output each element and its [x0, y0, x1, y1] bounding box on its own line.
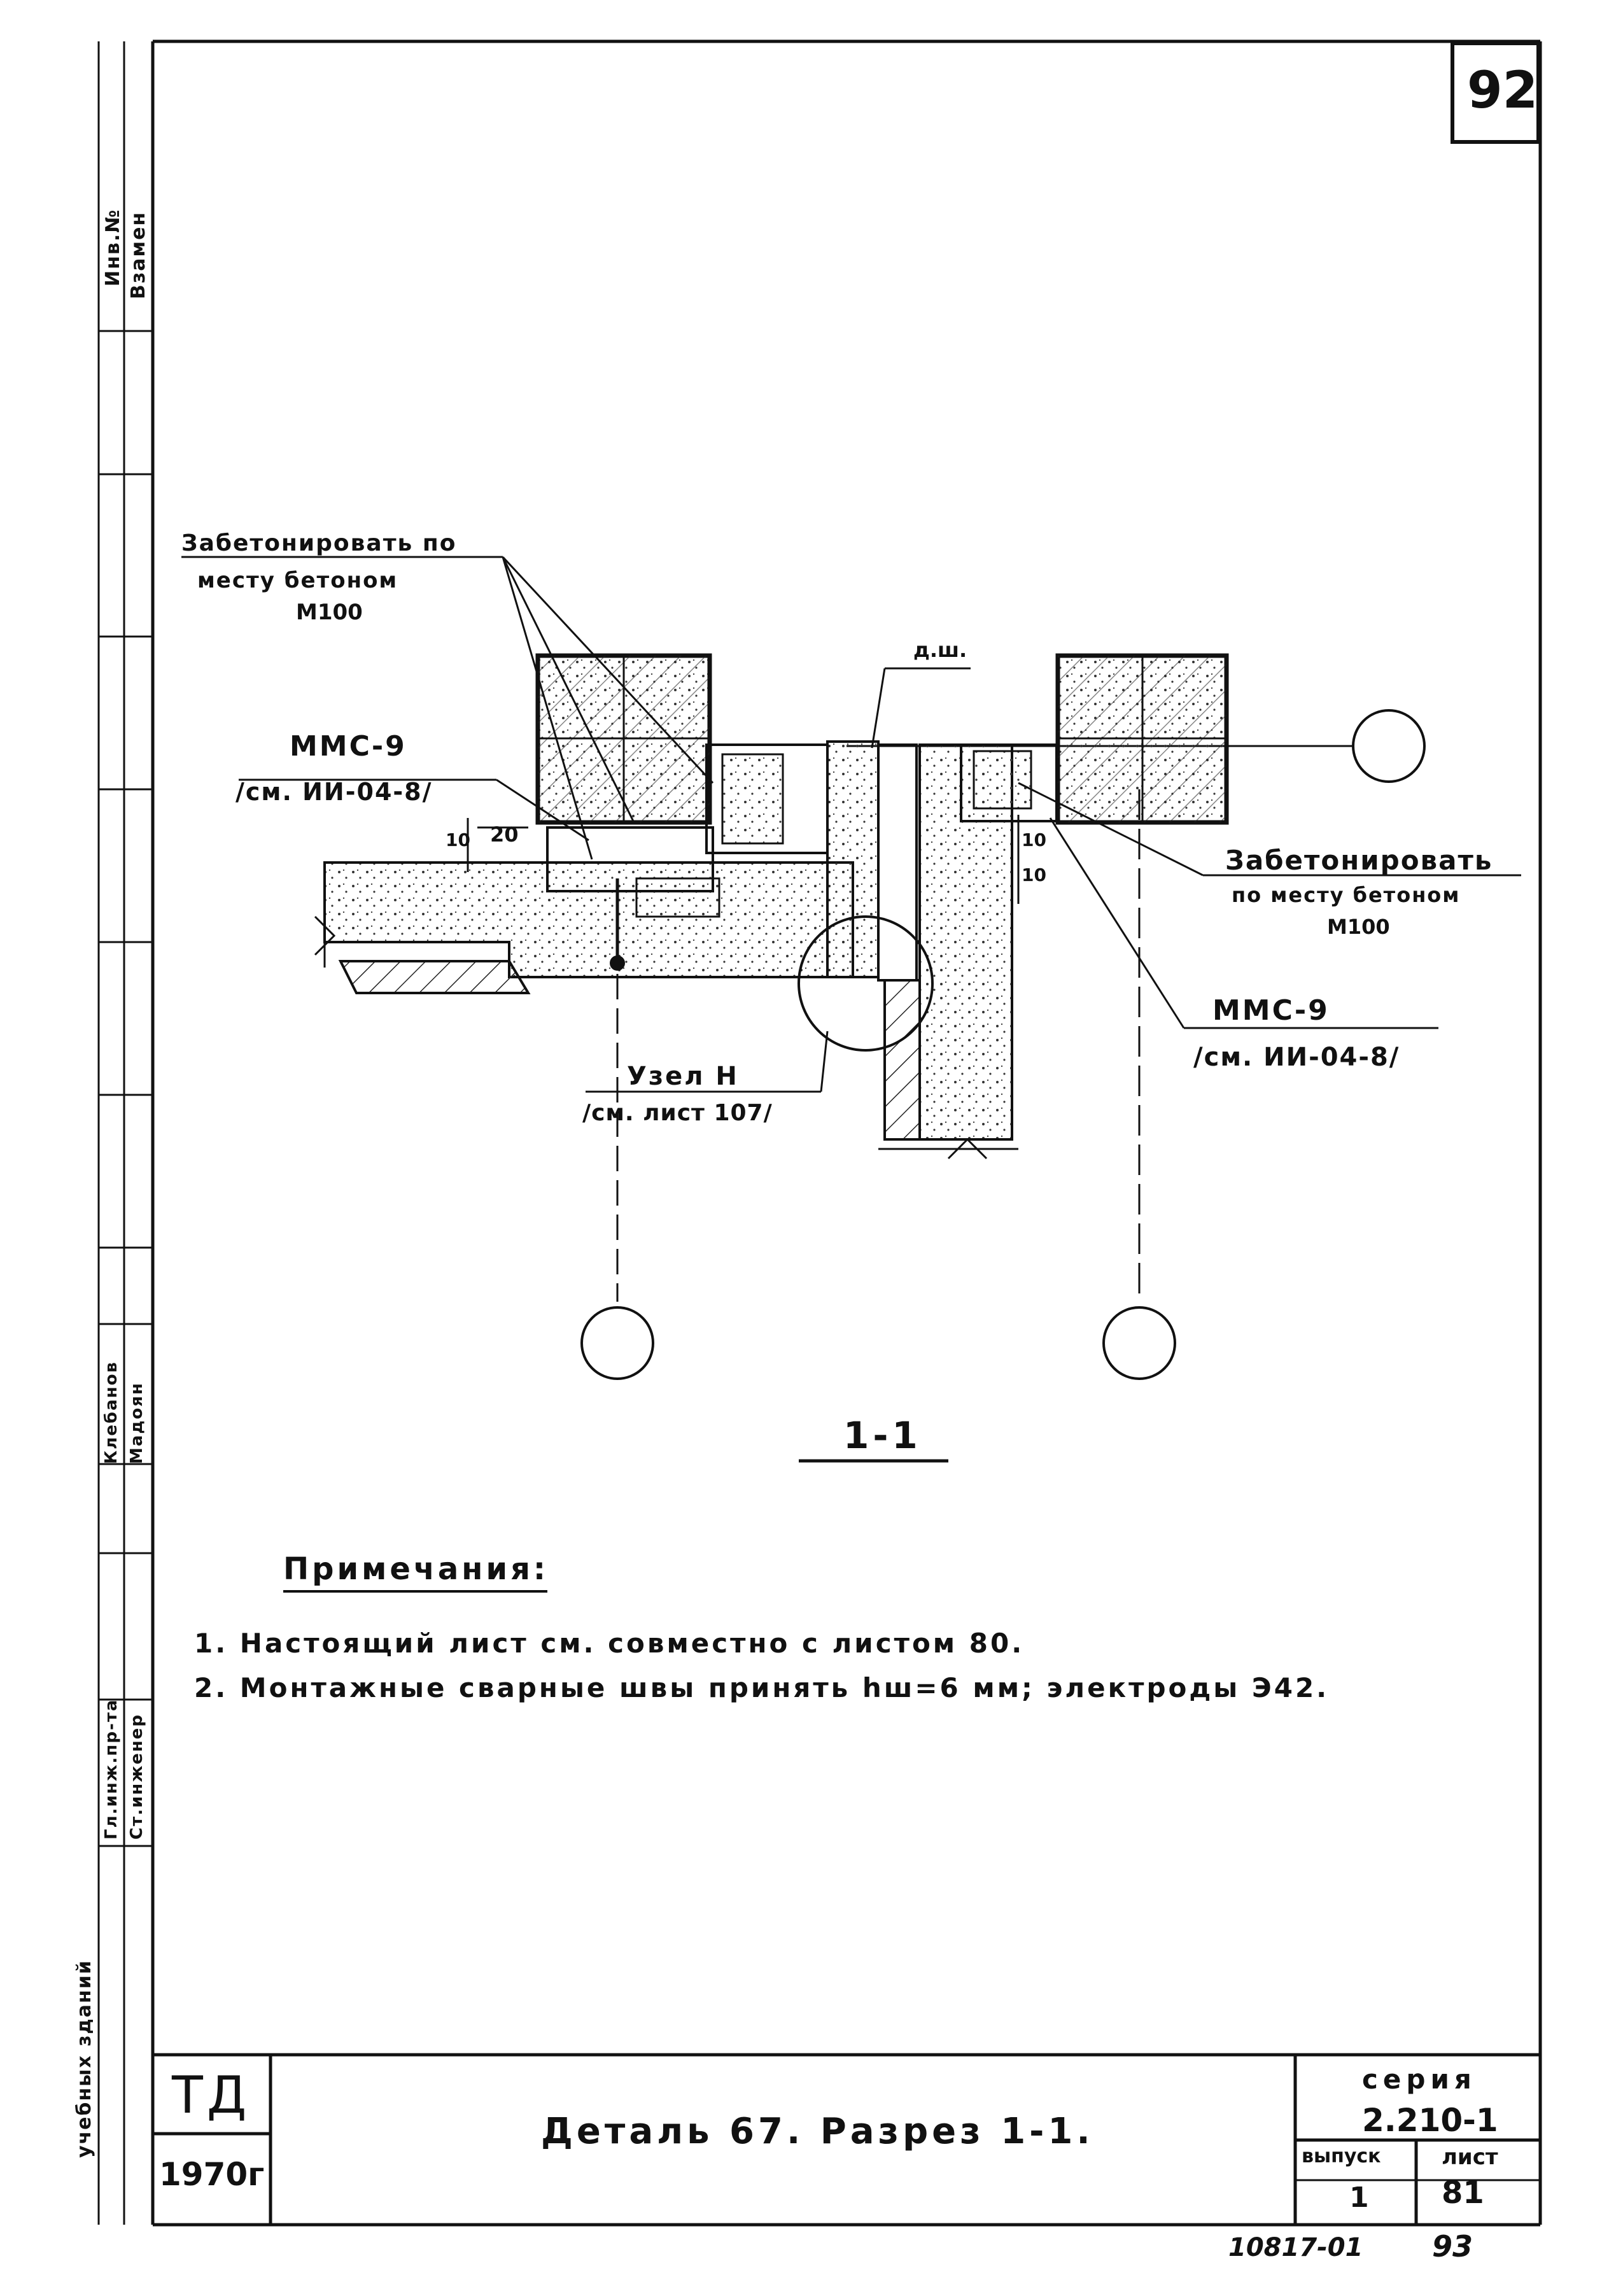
title-block-series-value: 2.210-1 [1362, 2102, 1498, 2139]
dimension-label-20-left: 20 [490, 822, 519, 847]
handwritten-number-left: 10817-01 [1228, 2233, 1363, 2262]
note-item-1: 1. Настоящий лист см. совместно с листом… [194, 1628, 1025, 1659]
node-callout-ref: /см. лист 107/ [582, 1100, 773, 1126]
title-block-issue-value: 1 [1349, 2181, 1369, 2214]
sheet-frame [97, 39, 1542, 2227]
side-stamp-chief-eng: Гл.инж.пр-та [102, 1698, 121, 1840]
concrete-callout-right-line2: по месту бетоном [1232, 883, 1461, 907]
title-block-sheet-value: 81 [1442, 2175, 1484, 2211]
side-stamp-grid [99, 330, 153, 1847]
mmc-callout-right-name: ММС-9 [1212, 994, 1330, 1027]
axis-bubble-bottom-left [580, 1306, 654, 1380]
slab-section [314, 740, 880, 994]
title-block-title: Деталь 67. Разрез 1-1. [541, 2111, 1094, 2152]
sheet-number: 92 [1467, 60, 1538, 120]
dimension-lines [467, 815, 1020, 904]
title-block-series-label: серия [1362, 2064, 1477, 2095]
left-column [535, 653, 712, 825]
dimension-label-10-left: 10 [446, 829, 470, 850]
side-stamp-inv: Инв.№ [102, 208, 124, 286]
wall-section [877, 743, 1058, 1160]
sheet-number-box [1451, 41, 1540, 144]
dimension-label-10-right-a: 10 [1022, 829, 1046, 850]
concrete-callout-left-line3: М100 [296, 600, 363, 625]
right-column [1055, 653, 1229, 825]
concrete-callout-left-line2: месту бетоном [197, 568, 398, 593]
axis-bubble-bottom-right [1102, 1306, 1176, 1380]
side-stamp-senior-name: Мадоян [127, 1382, 146, 1464]
side-stamp-buildings: учебных зданий [73, 1959, 95, 2158]
title-block-org: ТД [172, 2066, 251, 2125]
title-block-grid [153, 2053, 1540, 2225]
title-block-year: 1970г [159, 2156, 265, 2193]
side-stamp-chief-name: Клебанов [102, 1361, 121, 1464]
concrete-callout-right-line3: М100 [1327, 915, 1390, 939]
mmc-callout-left-name: ММС-9 [290, 730, 407, 763]
mmc-callout-left-ref: /см. ИИ-04-8/ [235, 778, 433, 806]
dsh-callout: д.ш. [913, 638, 967, 662]
dimension-label-10-right-b: 10 [1022, 864, 1046, 885]
title-block-sheet-label: лист [1442, 2145, 1498, 2170]
axis-bubble-right [1352, 709, 1426, 783]
mmc-callout-right-ref: /см. ИИ-04-8/ [1193, 1043, 1400, 1072]
side-stamp-vzamen: Взамен [127, 211, 150, 299]
notes-title: Примечания: [283, 1551, 549, 1587]
concrete-callout-right-line1: Забетонировать [1225, 845, 1493, 876]
note-item-2: 2. Монтажные сварные швы принять hш=6 мм… [194, 1672, 1330, 1703]
side-stamp-senior-eng: Ст.инженер [127, 1714, 146, 1840]
leader-lines [181, 556, 1521, 1093]
section-label: 1-1 [843, 1414, 922, 1457]
title-block-issue-label: выпуск [1302, 2145, 1381, 2167]
node-circle [797, 915, 934, 1052]
node-callout-name: Узел Н [627, 1062, 739, 1091]
concrete-callout-left-line1: Забетонировать по [181, 530, 457, 556]
handwritten-number-right: 93 [1432, 2229, 1473, 2264]
